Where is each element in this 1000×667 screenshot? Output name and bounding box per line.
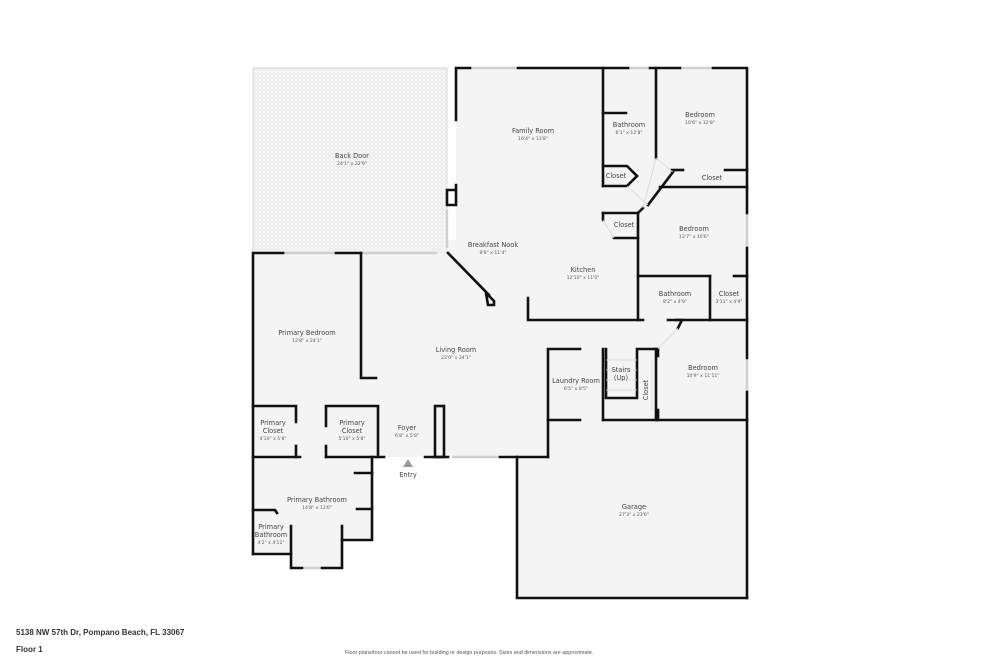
- room-name-line2: Closet: [342, 427, 363, 435]
- room-dimensions: 12'8" x 24'1": [292, 338, 322, 344]
- room-dimensions: 3'11" x 4'9": [715, 299, 742, 305]
- room-closet-1: Closet: [606, 172, 627, 180]
- room-name: Living Room: [436, 346, 476, 354]
- room-dimensions: 10'6" x 12'8": [685, 120, 715, 126]
- floor-label: Floor 1: [16, 645, 43, 654]
- room-laundry-room: Laundry Room 6'5" x 8'5": [552, 377, 600, 392]
- room-dimensions: 24'1" x 22'9": [337, 161, 367, 167]
- room-dimensions: 8'2" x 4'9": [663, 299, 687, 305]
- opening-lines: [602, 157, 679, 410]
- room-name: Primary: [260, 419, 286, 427]
- room-dimensions: 10'9" x 11'11": [687, 373, 720, 379]
- room-name-line2: Closet: [263, 427, 284, 435]
- room-name: Bedroom: [688, 364, 718, 372]
- disclaimer: Floor plans/tour cannot be used for buil…: [345, 650, 594, 656]
- room-dimensions: 27'3" x 23'6": [619, 512, 649, 518]
- room-name: Family Room: [512, 127, 554, 135]
- room-bedroom-2: Bedroom 12'7" x 10'6": [679, 225, 709, 240]
- room-closet-3: Closet: [614, 221, 635, 229]
- room-name: Garage: [622, 503, 646, 511]
- room-name: Bedroom: [679, 225, 709, 233]
- floor-fills: [252, 67, 747, 598]
- room-dimensions: 12'10" x 11'0": [567, 275, 600, 281]
- room-closet-4: Closet 3'11" x 4'9": [715, 290, 742, 305]
- room-dimensions: 4'2" x 4'11": [257, 540, 284, 546]
- room-dimensions: 16'4" x 13'8": [518, 136, 548, 142]
- room-name: Primary: [258, 523, 284, 531]
- room-primary-bathroom: Primary Bathroom 14'8" x 13'6": [287, 496, 347, 511]
- entry-arrow-icon: [403, 459, 413, 467]
- room-back-door: Back Door 24'1" x 22'9": [335, 152, 369, 167]
- windows: [283, 66, 749, 570]
- room-stairs: Stairs (Up): [612, 366, 631, 382]
- room-name: Bedroom: [685, 111, 715, 119]
- room-dimensions: 12'7" x 10'6": [679, 234, 709, 240]
- room-labels: Back Door 24'1" x 22'9" Family Room 16'4…: [255, 111, 743, 546]
- room-name: Bathroom: [613, 121, 645, 129]
- room-dimensions: 9'6" x 11'4": [479, 250, 506, 256]
- room-closet-2: Closet: [702, 174, 723, 182]
- room-name: Primary Bedroom: [278, 329, 335, 337]
- room-name: Breakfast Nook: [468, 241, 518, 249]
- room-primary-bedroom: Primary Bedroom 12'8" x 24'1": [278, 329, 335, 344]
- room-name: Back Door: [335, 152, 369, 160]
- room-name: Closet: [719, 290, 740, 298]
- room-name: Primary: [339, 419, 365, 427]
- room-name: Primary Bathroom: [287, 496, 347, 504]
- main-floor: [253, 68, 747, 598]
- room-garage: Garage 27'3" x 23'6": [619, 503, 649, 518]
- room-bathroom-2: Bathroom 8'2" x 4'9": [659, 290, 691, 305]
- room-primary-closet-2: Primary Closet 5'10" x 5'8": [338, 419, 365, 442]
- entry-marker: Entry: [399, 459, 417, 479]
- property-address: 5138 NW 57th Dr, Pompano Beach, FL 33067: [16, 628, 185, 637]
- room-dimensions: 22'0" x 24'1": [441, 355, 471, 361]
- room-name: Stairs: [612, 366, 631, 374]
- room-dimensions: 6'5" x 8'5": [564, 386, 588, 392]
- room-primary-bathroom-2: Primary Bathroom 4'2" x 4'11": [255, 523, 287, 546]
- room-name: Kitchen: [571, 266, 596, 274]
- room-name-line2: Bathroom: [255, 531, 287, 539]
- room-dimensions: 14'8" x 13'6": [302, 505, 332, 511]
- room-closet-5: Closet: [642, 379, 650, 400]
- room-dimensions: 6'1" x 12'8": [615, 130, 642, 136]
- room-name: Foyer: [398, 424, 417, 432]
- room-name: Bathroom: [659, 290, 691, 298]
- room-name-line2: (Up): [614, 374, 628, 382]
- room-bedroom-3: Bedroom 10'9" x 11'11": [687, 364, 720, 379]
- room-dimensions: 4'10" x 5'8": [259, 436, 286, 442]
- room-dimensions: 6'8" x 5'8": [395, 433, 419, 439]
- walls: [251, 66, 749, 600]
- room-kitchen: Kitchen 12'10" x 11'0": [567, 266, 600, 281]
- room-family-room: Family Room 16'4" x 13'8": [512, 127, 554, 142]
- entry-label: Entry: [399, 471, 417, 479]
- room-foyer: Foyer 6'8" x 5'8": [395, 424, 419, 439]
- room-bathroom-1: Bathroom 6'1" x 12'8": [613, 121, 645, 136]
- patio-area: [252, 67, 448, 254]
- room-bedroom-1: Bedroom 10'6" x 12'8": [685, 111, 715, 126]
- room-primary-closet-1: Primary Closet 4'10" x 5'8": [259, 419, 286, 442]
- room-name: Laundry Room: [552, 377, 600, 385]
- room-breakfast-nook: Breakfast Nook 9'6" x 11'4": [468, 241, 518, 256]
- room-dimensions: 5'10" x 5'8": [338, 436, 365, 442]
- room-living-room: Living Room 22'0" x 24'1": [436, 346, 476, 361]
